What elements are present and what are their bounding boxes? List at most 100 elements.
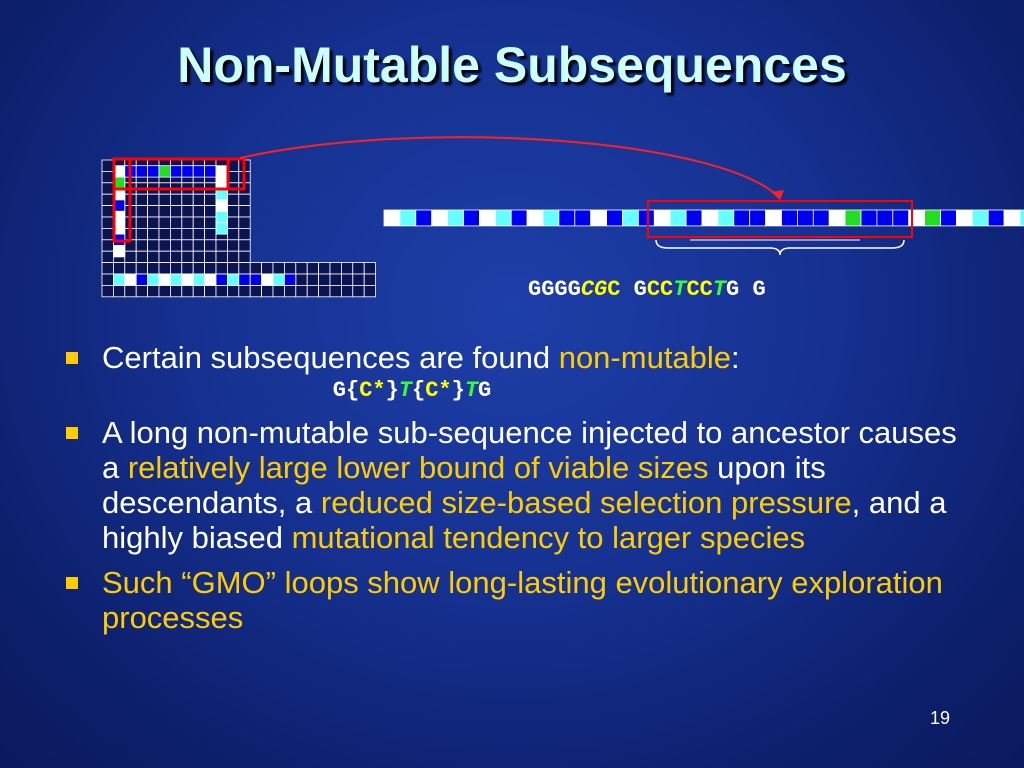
grid-cell bbox=[169, 262, 183, 275]
grid-cell bbox=[147, 284, 160, 298]
bullet-list: Certain subsequences are found non-mutab… bbox=[62, 340, 962, 645]
grid-cell bbox=[192, 284, 205, 298]
grid-cell bbox=[306, 273, 320, 286]
strip-highlight-box bbox=[647, 200, 913, 238]
grid-cell bbox=[101, 182, 114, 195]
grid-cell bbox=[329, 273, 342, 286]
strip-cell bbox=[590, 209, 608, 227]
grid-cell bbox=[101, 170, 114, 184]
grid-cell bbox=[158, 284, 171, 298]
grid-cell bbox=[295, 284, 308, 298]
grid-cell bbox=[226, 250, 240, 263]
grid-cell bbox=[135, 239, 148, 252]
strip-cell bbox=[415, 209, 433, 227]
strip-cell bbox=[669, 209, 687, 227]
grid-cell bbox=[204, 216, 217, 229]
grid-cell bbox=[135, 193, 148, 206]
grid-cell bbox=[101, 239, 114, 252]
grid-cell bbox=[147, 165, 160, 178]
grid-cell bbox=[158, 262, 171, 275]
strip-cell bbox=[797, 209, 814, 227]
grid-cell bbox=[101, 227, 114, 241]
grid-cell bbox=[181, 273, 194, 286]
grid-cell bbox=[306, 262, 320, 275]
grid-cell bbox=[124, 250, 137, 263]
strip-cell bbox=[860, 209, 878, 227]
grid-cell bbox=[181, 227, 194, 241]
grid-cell bbox=[124, 262, 137, 275]
grid-cell bbox=[238, 205, 251, 218]
grid-cell bbox=[192, 262, 205, 275]
grid-cell bbox=[215, 199, 228, 212]
strip-cell bbox=[558, 209, 576, 227]
strip-cell bbox=[924, 209, 941, 227]
grid-cell bbox=[215, 210, 228, 224]
strip-cell bbox=[606, 209, 623, 227]
strip-cell bbox=[526, 209, 544, 227]
grid-cell bbox=[238, 193, 251, 206]
grid-cell bbox=[101, 205, 114, 218]
grid-cell bbox=[215, 176, 228, 189]
grid-cell bbox=[158, 273, 171, 286]
grid-cell bbox=[295, 273, 308, 286]
strip-cell bbox=[733, 209, 751, 227]
grid-cell bbox=[215, 222, 228, 235]
grid-cell bbox=[352, 273, 365, 286]
sequence-strip bbox=[383, 209, 1024, 227]
strip-cell bbox=[781, 209, 798, 227]
grid-cell bbox=[249, 273, 262, 286]
grid-cell bbox=[215, 284, 228, 298]
grid-cell bbox=[318, 262, 331, 275]
grid-cell bbox=[340, 262, 354, 275]
grid-cell bbox=[169, 216, 183, 229]
grid-cell bbox=[135, 284, 148, 298]
strip-cell bbox=[478, 209, 496, 227]
grid-cell bbox=[226, 205, 240, 218]
grid-cell bbox=[181, 205, 194, 218]
grid-cell bbox=[204, 284, 217, 298]
grid-cell bbox=[318, 284, 331, 298]
grid-cell bbox=[226, 227, 240, 241]
grid-cell bbox=[124, 284, 137, 298]
loop-highlight-box-right bbox=[226, 157, 246, 191]
grid-cell bbox=[272, 262, 285, 275]
strip-cell bbox=[574, 209, 592, 227]
grid-cell bbox=[181, 193, 194, 206]
strip-cell bbox=[971, 209, 989, 227]
grid-cell bbox=[124, 273, 137, 286]
grid-cell bbox=[238, 262, 251, 275]
grid-cell bbox=[215, 165, 228, 178]
mapping-arrowhead bbox=[771, 190, 784, 200]
grid-cell bbox=[181, 250, 194, 263]
grid-cell bbox=[147, 193, 160, 206]
grid-cell bbox=[215, 250, 228, 263]
grid-cell bbox=[238, 216, 251, 229]
grid-cell bbox=[329, 262, 342, 275]
grid-cell bbox=[169, 193, 183, 206]
grid-cell bbox=[169, 284, 183, 298]
grid-cell bbox=[181, 239, 194, 252]
grid-cell bbox=[283, 284, 297, 298]
grid-cell bbox=[158, 250, 171, 263]
grid-cell bbox=[226, 284, 240, 298]
strip-cell bbox=[685, 209, 703, 227]
grid-cell bbox=[226, 262, 240, 275]
grid-cell bbox=[147, 227, 160, 241]
grid-cell bbox=[261, 262, 274, 275]
strip-cell bbox=[876, 209, 894, 227]
grid-cell bbox=[352, 262, 365, 275]
grid-cell bbox=[215, 273, 228, 286]
bullet-item: A long non-mutable sub-sequence injected… bbox=[62, 415, 962, 555]
genome-grid-figure bbox=[101, 136, 1024, 298]
grid-cell bbox=[169, 273, 183, 286]
grid-cell bbox=[113, 245, 126, 258]
grid-cell bbox=[238, 250, 251, 263]
grid-cell bbox=[147, 216, 160, 229]
grid-cell bbox=[169, 239, 183, 252]
strip-cell bbox=[987, 209, 1005, 227]
grid-cell bbox=[363, 284, 377, 298]
grid-cell bbox=[192, 227, 205, 241]
grid-cell bbox=[169, 250, 183, 263]
strip-cell bbox=[812, 209, 830, 227]
grid-cell bbox=[226, 216, 240, 229]
